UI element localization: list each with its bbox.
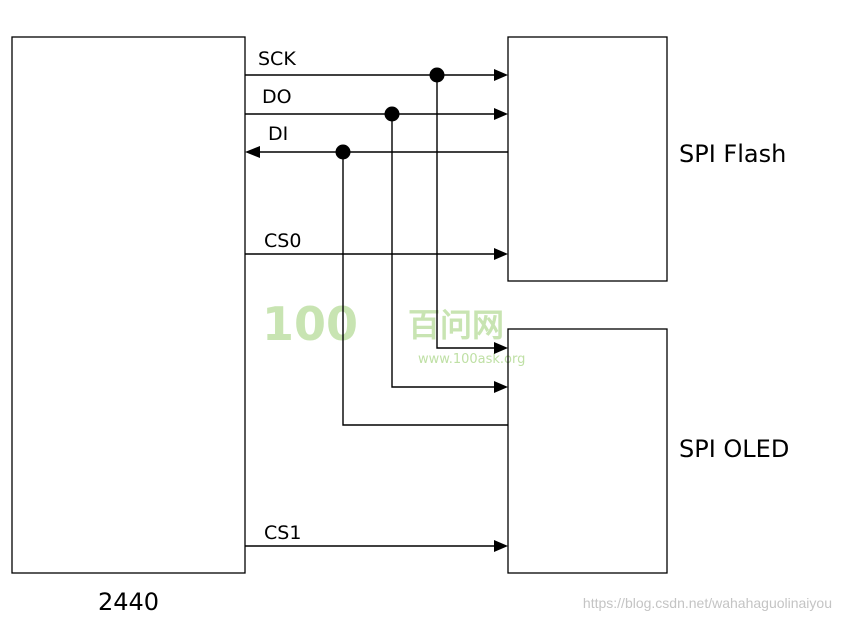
cpu-block <box>11 36 246 574</box>
do-label: DO <box>262 86 292 108</box>
cs1-line: CS1 <box>245 522 508 552</box>
source-url: https://blog.csdn.net/wahahaguolinaiyou <box>583 595 832 611</box>
do-line: DO <box>245 86 508 393</box>
spi-oled-block <box>507 328 668 574</box>
watermark: 100 百问网 www.100ask.org <box>262 297 525 367</box>
cs0-line: CS0 <box>245 230 508 260</box>
watermark-logo-number: 100 <box>262 297 358 351</box>
cs1-label: CS1 <box>264 522 301 544</box>
spi-oled-label: SPI OLED <box>679 435 789 463</box>
sck-line: SCK <box>245 48 508 354</box>
watermark-url: www.100ask.org <box>418 352 525 367</box>
di-label: DI <box>268 123 288 145</box>
sck-label: SCK <box>258 48 296 70</box>
spi-flash-block <box>507 36 668 282</box>
cs0-label: CS0 <box>264 230 301 252</box>
cpu-label: 2440 <box>98 588 159 616</box>
watermark-logo-text: 百问网 <box>408 306 504 344</box>
di-line: DI <box>245 123 508 426</box>
spi-flash-label: SPI Flash <box>679 140 786 168</box>
